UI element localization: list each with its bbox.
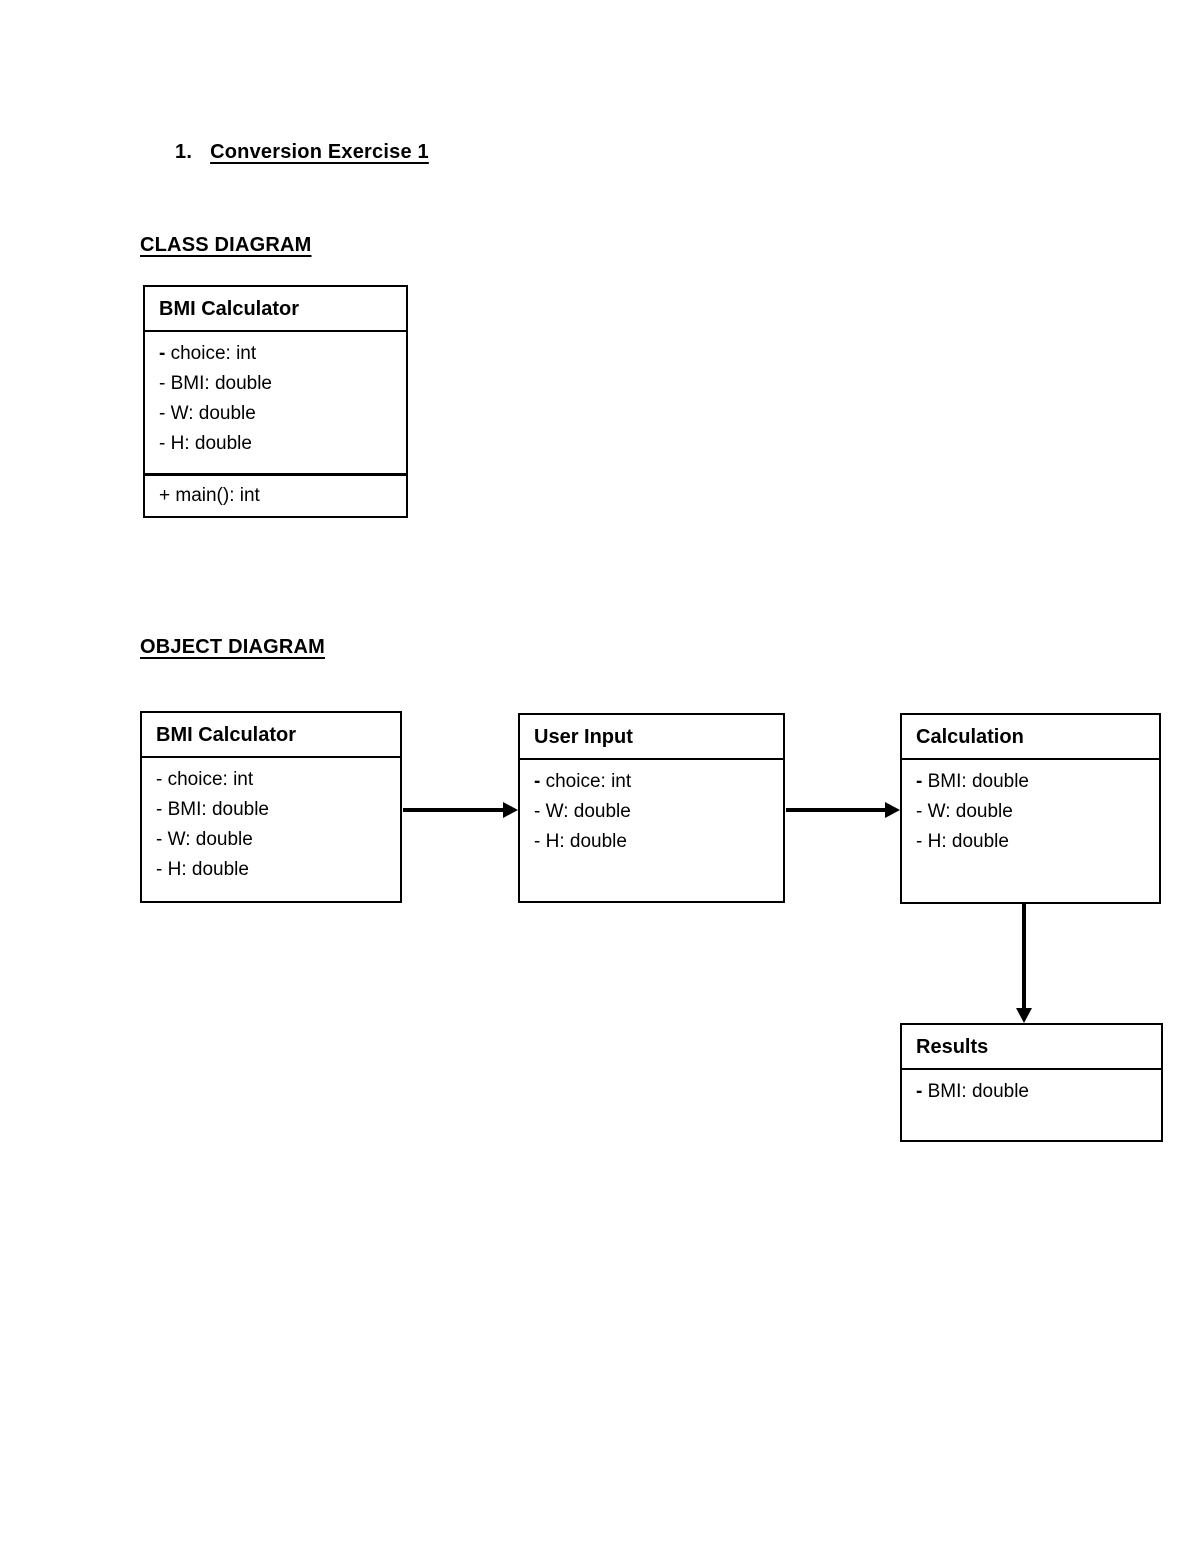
object-box-title: Results — [902, 1025, 1161, 1070]
object-box-title: Calculation — [902, 715, 1159, 760]
arrowhead-right-icon — [885, 802, 900, 818]
arrow-calculation-to-results — [1016, 904, 1032, 1023]
class-box-attributes: - choice: int - BMI: double - W: double … — [145, 332, 406, 473]
attribute-row: - H: double — [156, 859, 249, 880]
arrow-shaft — [786, 808, 885, 812]
attribute-row: - W: double — [159, 403, 256, 424]
object-box-attributes: - BMI: double — [902, 1070, 1161, 1140]
attribute-row: - H: double — [534, 831, 627, 852]
object-box-bmi-calculator: BMI Calculator - choice: int - BMI: doub… — [140, 711, 402, 903]
object-box-results: Results - BMI: double — [900, 1023, 1163, 1142]
arrow-shaft — [403, 808, 503, 812]
attribute-row: - W: double — [156, 829, 253, 850]
arrow-user-input-to-calculation — [786, 802, 900, 818]
attribute-row: - BMI: double — [156, 799, 269, 820]
attribute-row: - W: double — [916, 801, 1013, 822]
page-title: 1. Conversion Exercise 1 — [175, 141, 429, 164]
object-box-attributes: - choice: int - BMI: double - W: double … — [142, 758, 400, 901]
arrow-shaft — [1022, 904, 1026, 1008]
class-box-bmi-calculator: BMI Calculator - choice: int - BMI: doub… — [143, 285, 408, 518]
attribute-row: - BMI: double — [916, 1081, 1029, 1102]
attribute-row: - choice: int — [159, 343, 257, 364]
object-box-title: User Input — [520, 715, 783, 760]
attribute-row: - H: double — [916, 831, 1009, 852]
object-box-calculation: Calculation - BMI: double - W: double - … — [900, 713, 1161, 904]
class-box-methods: + main(): int — [145, 473, 406, 516]
arrowhead-right-icon — [503, 802, 518, 818]
object-box-attributes: - choice: int - W: double - H: double — [520, 760, 783, 901]
attribute-row: - H: double — [159, 433, 252, 454]
object-box-title: BMI Calculator — [142, 713, 400, 758]
class-diagram-section-label: CLASS DIAGRAM — [140, 234, 312, 256]
method-row: + main(): int — [159, 485, 260, 506]
arrow-bmi-calculator-to-user-input — [403, 802, 518, 818]
object-diagram-section-label: OBJECT DIAGRAM — [140, 636, 326, 658]
class-box-title: BMI Calculator — [145, 287, 406, 332]
attribute-row: - BMI: double — [916, 771, 1029, 792]
arrowhead-down-icon — [1016, 1008, 1032, 1023]
attribute-row: - BMI: double — [159, 373, 272, 394]
heading-number: 1. — [175, 141, 193, 163]
object-box-attributes: - BMI: double - W: double - H: double — [902, 760, 1159, 902]
attribute-row: - W: double — [534, 801, 631, 822]
heading-title: Conversion Exercise 1 — [210, 141, 429, 163]
attribute-row: - choice: int — [156, 769, 254, 790]
attribute-row: - choice: int — [534, 771, 632, 792]
object-box-user-input: User Input - choice: int - W: double - H… — [518, 713, 785, 903]
